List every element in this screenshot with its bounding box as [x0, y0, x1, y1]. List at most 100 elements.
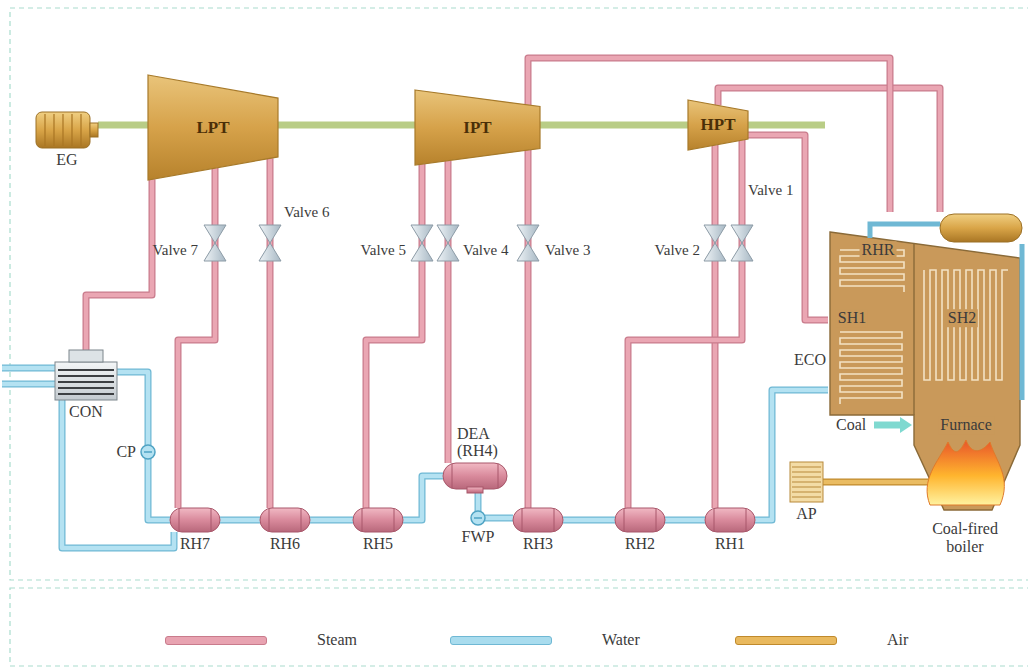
- air-duct: [828, 480, 930, 485]
- heater-icon: [170, 508, 220, 532]
- component-name: AP: [796, 505, 816, 523]
- generator-rib: [53, 114, 54, 146]
- condenser-tube: [58, 375, 114, 377]
- steam-pipe: [86, 179, 152, 350]
- heater-shell: [705, 508, 755, 532]
- heater-shell: [353, 508, 403, 532]
- pipe-core: [823, 480, 828, 485]
- legend-text: Air: [887, 631, 908, 649]
- component-name: RH5: [363, 535, 393, 553]
- boiler-icon: [828, 212, 1025, 562]
- component-label: Furnace: [938, 416, 994, 434]
- pipe-outline: [86, 179, 152, 350]
- generator-rib: [71, 114, 72, 146]
- pipe-outline: [528, 58, 890, 212]
- water-pipe: [148, 459, 170, 520]
- heater-flange: [362, 509, 363, 531]
- generator-icon: [36, 112, 98, 148]
- valve-symbol: [204, 225, 226, 261]
- legend-item: Steam: [165, 631, 357, 649]
- legend-line-sample: [735, 636, 837, 645]
- preheater-tube: [792, 487, 821, 488]
- pipe-outline: [718, 88, 940, 212]
- steam-drum: [940, 214, 1022, 242]
- pipe-core: [665, 518, 705, 523]
- steam-pipe: [528, 58, 890, 212]
- pipe-outline: [178, 168, 215, 508]
- condenser: CON: [55, 350, 117, 400]
- pipe-core: [526, 150, 531, 508]
- valve-symbol: [517, 225, 539, 261]
- steam-pipe: [628, 140, 742, 508]
- pipe-outline: [220, 517, 260, 524]
- pipe-outline: [366, 164, 422, 508]
- pipe-core: [446, 161, 451, 463]
- pipe-outline: [628, 140, 742, 508]
- water-pipe: [755, 390, 828, 520]
- deaerator-leg: [467, 487, 483, 493]
- pipe-outline: [563, 517, 615, 524]
- plant-frame: [10, 8, 1028, 580]
- heater: RH5: [353, 508, 403, 532]
- pipe-core: [86, 179, 152, 350]
- component-name: IPT: [463, 118, 491, 137]
- heater-flange: [714, 509, 715, 531]
- pipe-outline: [310, 517, 353, 524]
- cooling-water-pipe: [2, 366, 56, 371]
- coal-feed-arrow: [900, 417, 912, 433]
- pipe-core: [366, 164, 422, 508]
- heat-exchanger-coil: [840, 332, 902, 404]
- pipe-outline: [665, 517, 705, 524]
- pipe-core: [148, 459, 170, 520]
- downcomer-pipe: [1020, 244, 1025, 400]
- steam-pipe: [718, 88, 940, 212]
- steam-pipe: [748, 135, 828, 320]
- valve-label: Valve 4: [463, 242, 508, 259]
- legend-frame: [10, 588, 1028, 666]
- water-pipe: [310, 520, 353, 521]
- valve-label: Valve 6: [284, 204, 329, 221]
- component-name: CP: [116, 443, 136, 461]
- water-pipe: [665, 520, 705, 521]
- heater-flange: [211, 509, 212, 531]
- valve-symbol: [704, 225, 726, 261]
- pump-body: [141, 445, 155, 459]
- pump: CP: [141, 445, 155, 459]
- valve-symbol: [411, 225, 433, 261]
- pipe-core: [310, 518, 353, 523]
- pipe-core: [178, 168, 215, 508]
- component-name: RH3: [523, 535, 553, 553]
- heater-flange: [656, 509, 657, 531]
- preheater-tube: [792, 472, 821, 473]
- heater-icon: [705, 508, 755, 532]
- heat-exchanger-coil: [924, 270, 1008, 380]
- pipe-core: [117, 372, 148, 445]
- pipe-core: [62, 400, 174, 548]
- pipe-outline: [823, 479, 828, 486]
- valve-label: Valve 2: [655, 242, 700, 259]
- air-preheater: AP: [790, 462, 823, 502]
- steam-pipe: [366, 164, 422, 508]
- condenser-tube: [58, 369, 114, 371]
- heater-shell: [513, 508, 563, 532]
- condenser-tube: [58, 387, 114, 389]
- heater-flange: [179, 509, 180, 531]
- pipe-core: [755, 390, 828, 520]
- generator-rib: [80, 114, 81, 146]
- pipe-core: [713, 145, 718, 508]
- component-label: ECO: [794, 351, 826, 369]
- pipe-core: [268, 158, 273, 508]
- component-name: Coal-fired boiler: [923, 520, 1007, 555]
- valve-symbol: [437, 225, 459, 261]
- valve-symbol: [259, 225, 281, 261]
- preheater-body: [790, 462, 823, 502]
- pipe-outline: [525, 150, 532, 508]
- furnace-flame: [927, 440, 1004, 505]
- pipe-core: [220, 518, 260, 523]
- coal-feed-arrow: [874, 422, 902, 429]
- component-name: RH6: [270, 535, 300, 553]
- heater-flange: [452, 464, 453, 488]
- heater-flange: [394, 509, 395, 531]
